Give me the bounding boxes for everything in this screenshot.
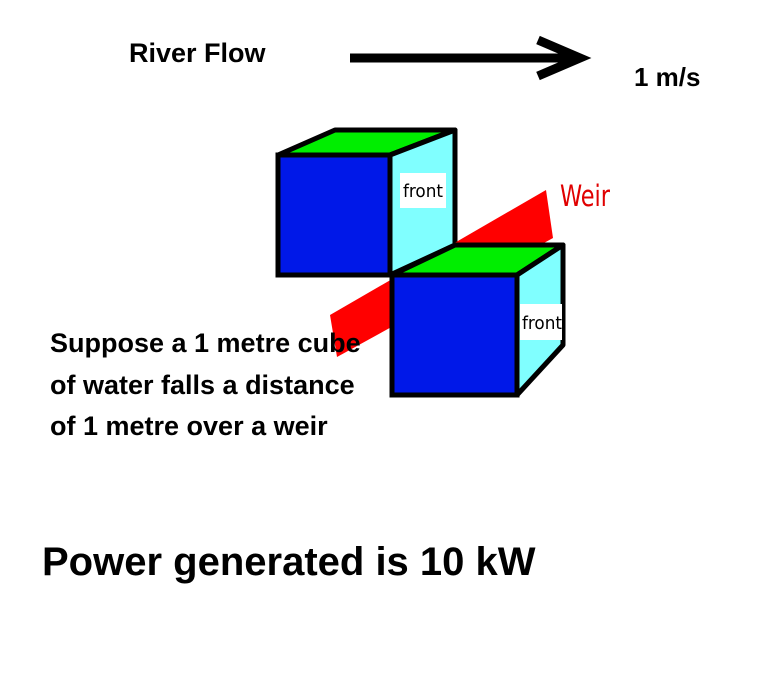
flow-speed-label: 1 m/s bbox=[634, 62, 701, 92]
face-label: front bbox=[522, 313, 562, 334]
upstream-cube: front bbox=[275, 127, 458, 278]
face-label-box bbox=[520, 304, 562, 340]
description-text: Suppose a 1 metre cube of water falls a … bbox=[50, 328, 361, 441]
face-label: front bbox=[403, 181, 443, 202]
power-result: Power generated is 10 kW bbox=[42, 540, 536, 584]
cube-front-face bbox=[275, 152, 393, 278]
flow-arrow-icon bbox=[350, 35, 592, 81]
weir-label: Weir bbox=[560, 179, 610, 213]
cube-front-face bbox=[389, 272, 520, 398]
face-label-box bbox=[400, 173, 446, 208]
river-flow-label: River Flow bbox=[129, 38, 266, 68]
downstream-cube: front bbox=[389, 242, 566, 398]
